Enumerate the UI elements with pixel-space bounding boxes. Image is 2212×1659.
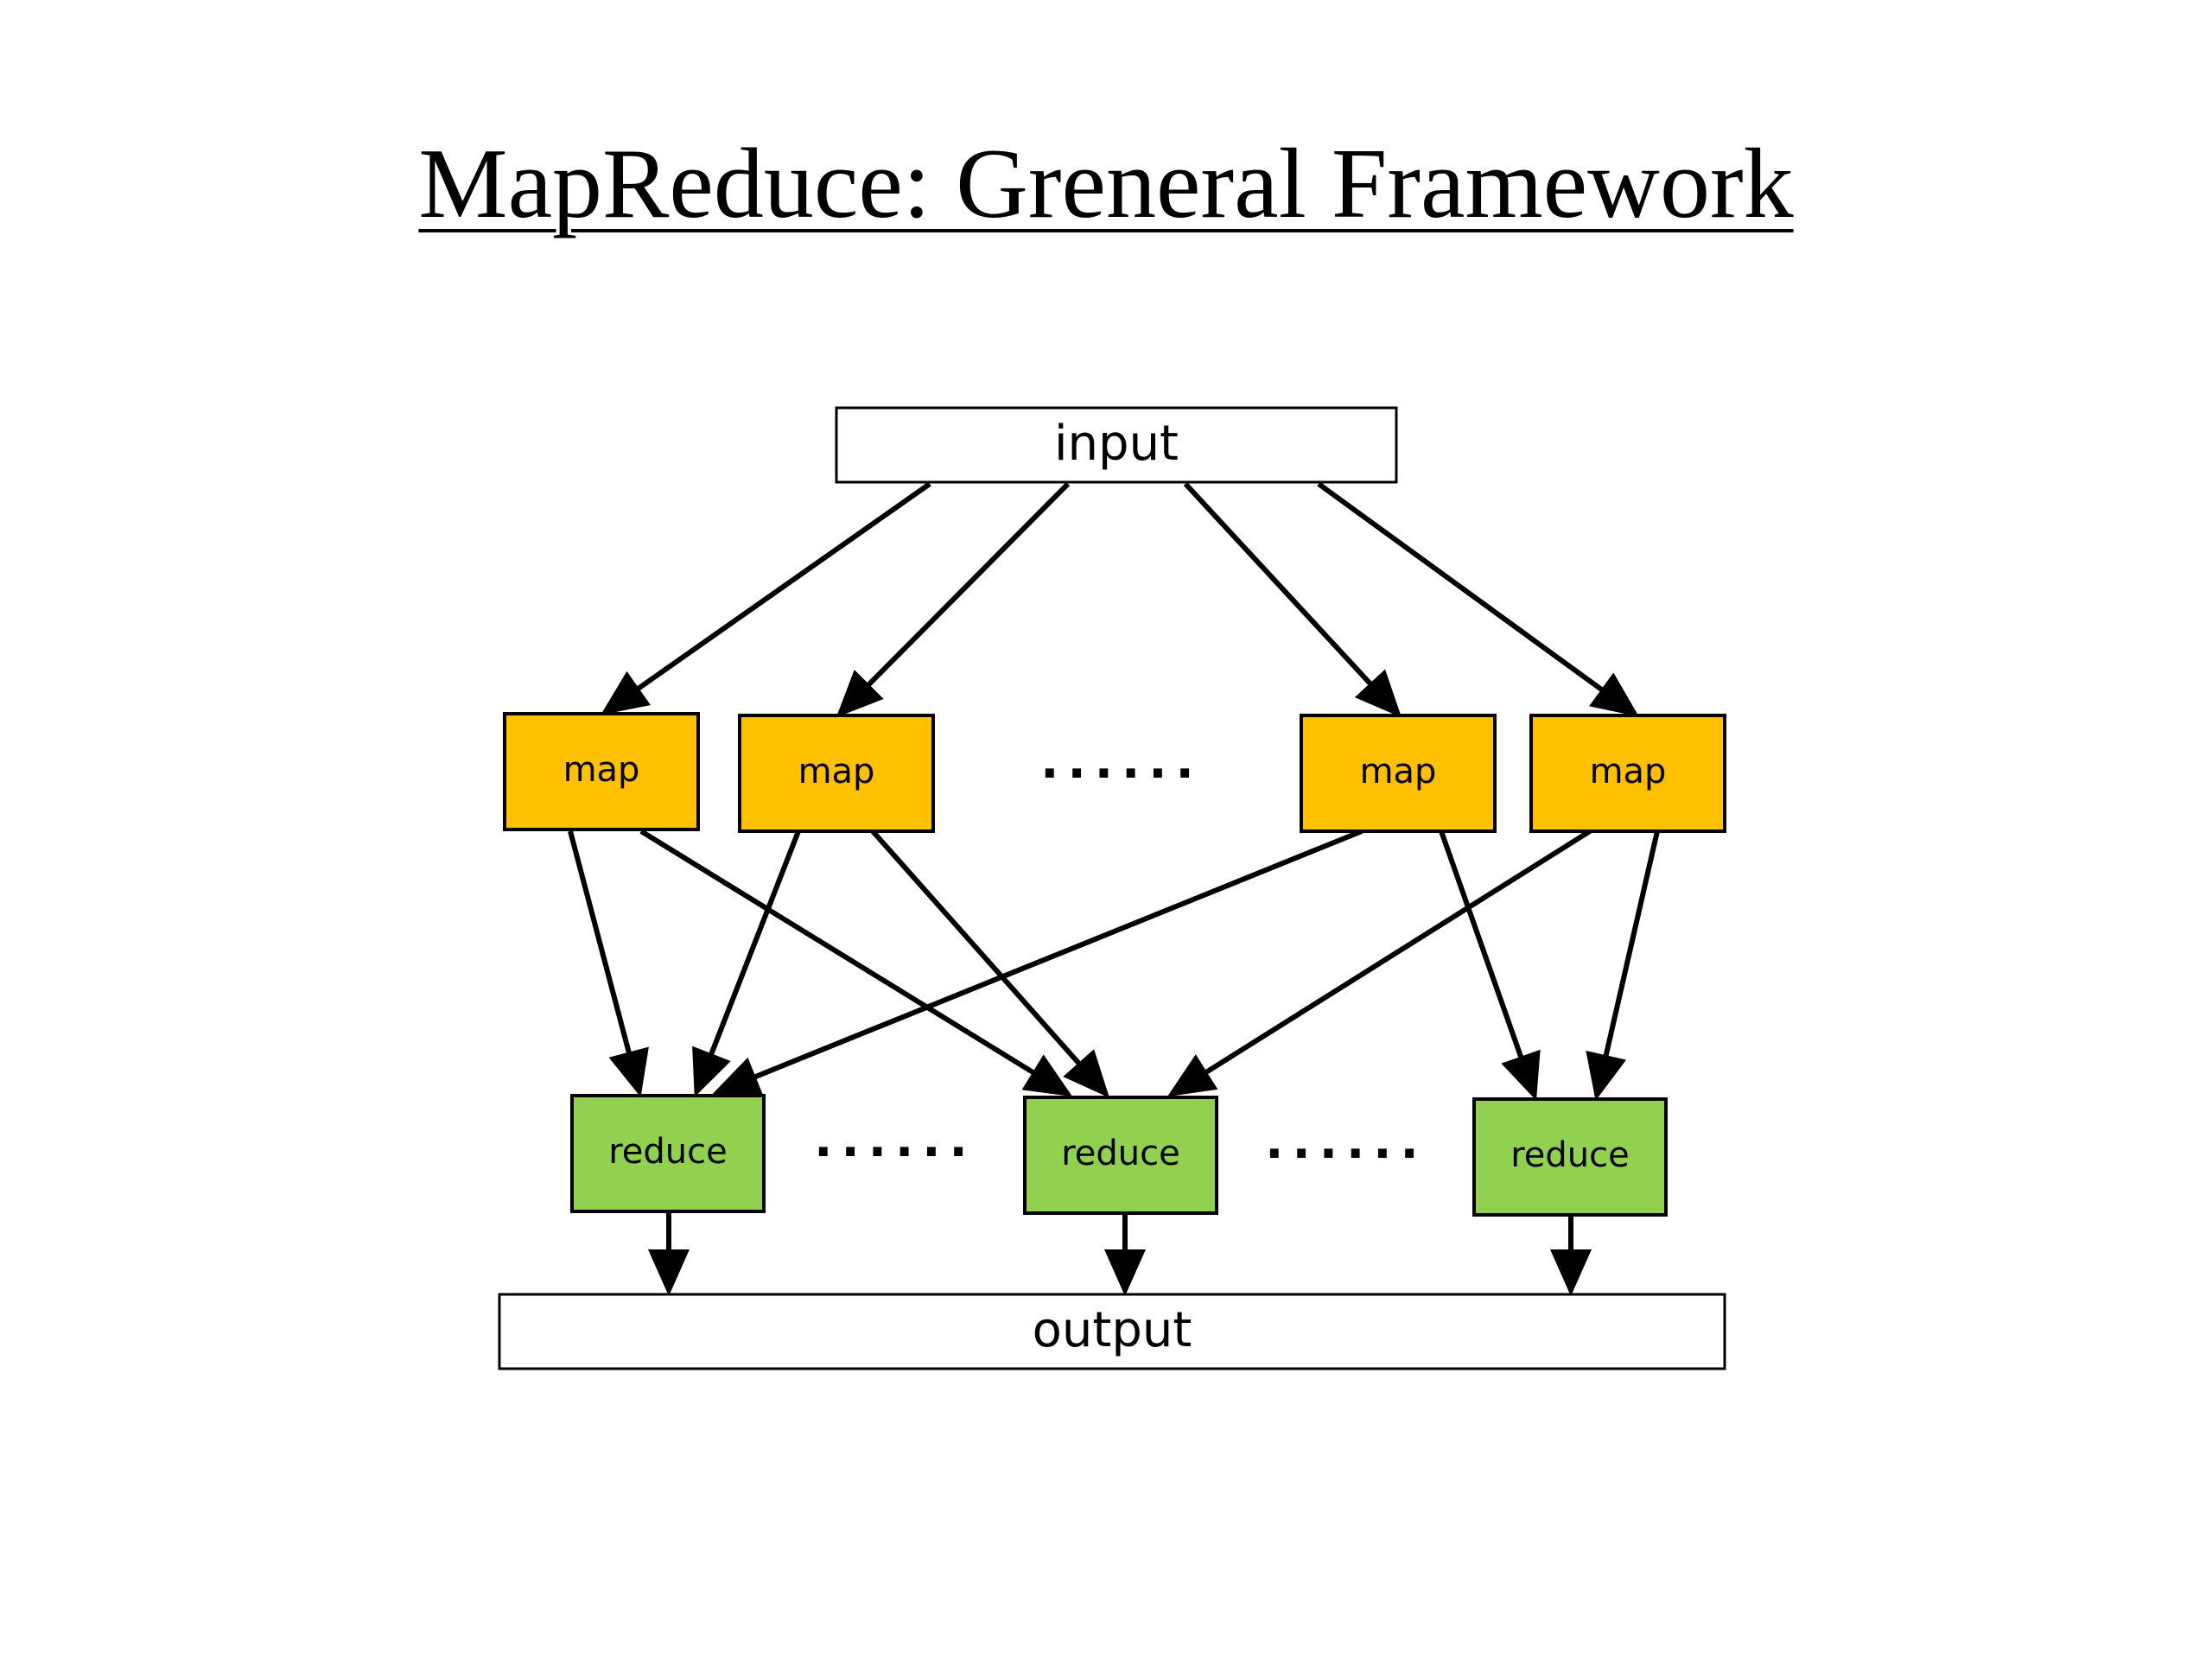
- map-node-3: map: [1300, 714, 1497, 833]
- arrow-input-to-map-4: [1317, 481, 1639, 717]
- arrow-input-to-map-1: [601, 481, 931, 715]
- arrow-map-4-to-reduce-2: [1166, 829, 1592, 1097]
- arrow-map-3-to-reduce-1: [712, 829, 1363, 1096]
- arrow-map-1-to-reduce-2: [639, 829, 1073, 1097]
- map-label: map: [1590, 752, 1667, 791]
- arrow-map-1-to-reduce-1: [568, 830, 649, 1097]
- reduce-node-1: reduce: [570, 1094, 766, 1213]
- map-node-1: map: [503, 712, 700, 831]
- arrow-map-4-to-reduce-3: [1586, 830, 1660, 1101]
- map-label: map: [798, 752, 875, 791]
- reduce-label: reduce: [1510, 1135, 1630, 1175]
- arrow-map-3-to-reduce-3: [1439, 830, 1541, 1101]
- slide-title: MapReduce: Greneral Framework: [418, 129, 1794, 239]
- output-box: output: [498, 1293, 1726, 1370]
- arrow-input-to-map-3: [1183, 481, 1402, 718]
- input-box: input: [835, 406, 1398, 484]
- map-node-2: map: [738, 714, 935, 833]
- reduce-node-2: reduce: [1023, 1096, 1218, 1215]
- arrow-map-2-to-reduce-1: [692, 830, 801, 1097]
- reduce-label: reduce: [608, 1132, 728, 1172]
- edges-layer: [568, 481, 1660, 1296]
- map-ellipsis: ......: [1040, 734, 1203, 790]
- reduce-ellipsis-left: ......: [814, 1112, 976, 1168]
- output-label: output: [1033, 1302, 1192, 1358]
- arrow-map-2-to-reduce-2: [870, 830, 1109, 1098]
- input-label: input: [1054, 416, 1179, 472]
- reduce-ellipsis-right: ......: [1265, 1114, 1427, 1170]
- arrow-input-to-map-2: [836, 481, 1071, 718]
- reduce-label: reduce: [1061, 1134, 1180, 1173]
- map-label: map: [1360, 752, 1437, 791]
- map-node-4: map: [1529, 714, 1726, 833]
- map-label: map: [563, 750, 640, 790]
- reduce-node-3: reduce: [1472, 1097, 1668, 1217]
